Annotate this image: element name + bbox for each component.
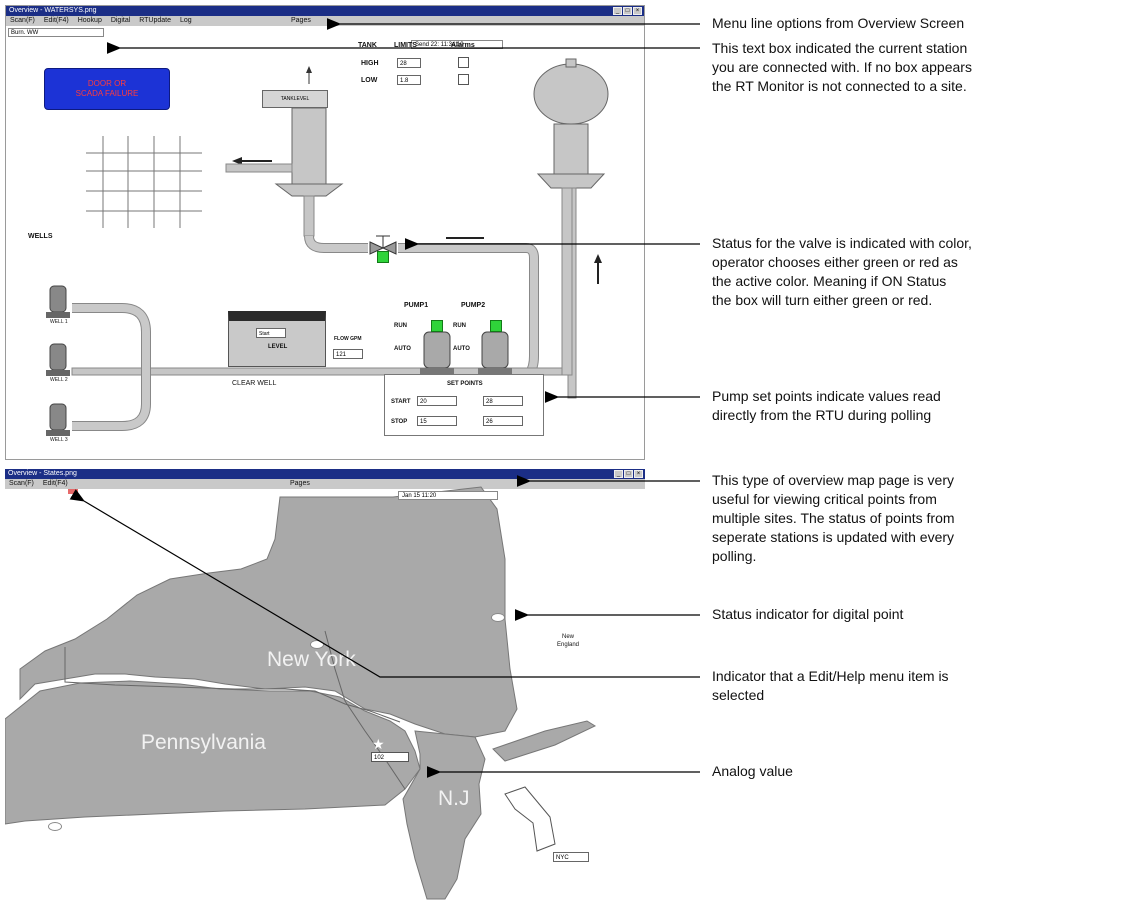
tank-level-label: TANKLEVEL <box>262 90 328 108</box>
new-england-label: New England <box>557 634 580 648</box>
overview-title-bar: Overview - WATERSYS.png _ □ × <box>6 6 644 16</box>
overview-menu-bar: Scan(F) Edit(F4) Hookup Digital RTUpdate… <box>6 16 644 26</box>
pump-2-icon <box>478 331 512 374</box>
wells-label: WELLS <box>28 233 53 240</box>
menu-hookup[interactable]: Hookup <box>77 17 102 24</box>
alarm-low-checkbox[interactable] <box>458 74 469 85</box>
analog-value-box: 102 <box>371 752 409 762</box>
set-point-start-pump1: 20 <box>417 396 457 406</box>
clear-well-label: CLEAR WELL <box>232 380 277 387</box>
annotation-overview-map: This type of overview map page is very u… <box>712 472 955 564</box>
annotation-pump-setpoints: Pump set points indicate values read dir… <box>712 388 941 423</box>
set-point-stop-pump2: 26 <box>483 416 523 426</box>
pennsylvania-shape <box>5 680 421 825</box>
row-label-high: HIGH <box>361 60 379 67</box>
digital-point-indicator-pa[interactable] <box>48 822 62 831</box>
menu-rtupdate[interactable]: RTUpdate <box>139 17 171 24</box>
pump-2-status-indicator[interactable] <box>490 320 502 332</box>
pump-2-run-label: RUN <box>453 323 466 329</box>
map-menu-bar: Scan(F) Edit(F4) Pages <box>5 479 645 489</box>
grid-graphic <box>86 136 202 228</box>
overview-window: Overview - WATERSYS.png _ □ × Scan(F) Ed… <box>5 5 645 460</box>
annotation-edit-help: Indicator that a Edit/Help menu item is … <box>712 668 949 703</box>
minimize-button[interactable]: _ <box>613 7 622 15</box>
pump-2-label: PUMP2 <box>461 302 486 309</box>
pump-1-label: PUMP1 <box>404 302 429 309</box>
annotation-digital-status: Status indicator for digital point <box>712 606 904 622</box>
overview-window-title: Overview - WATERSYS.png <box>9 7 97 14</box>
digital-point-indicator-ny[interactable] <box>491 613 505 622</box>
close-button[interactable]: × <box>633 7 642 15</box>
state-label-new-york: New York <box>267 648 356 671</box>
map-datetime-display: Jan 15 11:20 <box>398 491 498 500</box>
set-point-stop-pump1: 15 <box>417 416 457 426</box>
pump-1-run-label: RUN <box>394 323 407 329</box>
clear-well-level-label: LEVEL <box>268 344 288 350</box>
digital-point-indicator-central[interactable] <box>310 640 324 649</box>
map-maximize-button[interactable]: □ <box>624 470 633 478</box>
map-menu-pages[interactable]: Pages <box>290 480 310 487</box>
pump-1-status-indicator[interactable] <box>431 320 443 332</box>
set-point-start-label: START <box>391 399 411 405</box>
well-3-label: WELL 3 <box>50 437 68 443</box>
menu-pages[interactable]: Pages <box>291 17 311 24</box>
alarm-line-2: SCADA FAILURE <box>75 89 139 98</box>
state-label-pennsylvania: Pennsylvania <box>141 731 266 754</box>
map-title-bar: Overview - States.png _ □ × <box>5 469 645 479</box>
new-york-shape <box>19 486 518 738</box>
valve-status-indicator[interactable] <box>377 251 389 263</box>
annotation-menu-line: Menu line options from Overview Screen <box>712 15 965 31</box>
flow-arrow-icon <box>232 157 242 165</box>
alarm-panel: DOOR OR SCADA FAILURE <box>44 68 170 110</box>
well-2-icon <box>46 343 70 376</box>
set-point-stop-label: STOP <box>391 419 408 425</box>
annotation-valve-status: Status for the valve is indicated with c… <box>712 235 972 308</box>
row-label-low: LOW <box>361 77 378 84</box>
station-star-icon[interactable]: ★ <box>372 736 385 752</box>
set-points-title: SET POINTS <box>447 381 483 387</box>
new-jersey-shape <box>402 730 486 900</box>
clear-well-start-field: Start <box>256 328 286 338</box>
table-header-alarms: Alarms <box>451 42 475 49</box>
well-1-icon <box>46 285 70 318</box>
menu-digital[interactable]: Digital <box>110 17 131 24</box>
nyc-box: NYC <box>553 852 589 862</box>
state-map <box>5 486 597 900</box>
table-header-limits: LIMITS <box>394 42 417 49</box>
process-diagram <box>46 58 609 436</box>
map-window: Overview - States.png _ □ × Scan(F) Edit… <box>5 469 645 917</box>
station-textbox: Burn. WW <box>8 28 104 37</box>
map-minimize-button[interactable]: _ <box>614 470 623 478</box>
well-2-label: WELL 2 <box>50 377 68 383</box>
annotation-station-box: This text box indicated the current stat… <box>712 40 972 94</box>
map-menu-scan[interactable]: Scan(F) <box>9 480 34 487</box>
state-label-new-jersey: N.J <box>438 787 470 810</box>
clear-well-graphic <box>228 311 326 367</box>
flow-label: FLOW GPM <box>334 336 362 342</box>
pointer-arrow-icon <box>504 786 556 852</box>
pump-1-auto-label: AUTO <box>394 346 411 352</box>
pump-2-auto-label: AUTO <box>453 346 470 352</box>
maximize-button[interactable]: □ <box>623 7 632 15</box>
well-3-icon <box>46 403 70 436</box>
well-1-label: WELL 1 <box>50 319 68 325</box>
set-points-panel: SET POINTS START STOP 20 28 15 26 <box>384 374 544 436</box>
limit-high-value: 28 <box>397 58 421 68</box>
alarm-line-1: DOOR OR <box>87 79 127 88</box>
menu-log[interactable]: Log <box>179 17 192 24</box>
alarm-high-checkbox[interactable] <box>458 57 469 68</box>
set-point-start-pump2: 28 <box>483 396 523 406</box>
annotation-analog-value: Analog value <box>712 763 793 779</box>
menu-edit[interactable]: Edit(F4) <box>43 17 69 24</box>
pump-1-icon <box>420 331 454 374</box>
map-window-title: Overview - States.png <box>8 470 77 477</box>
map-menu-edit[interactable]: Edit(F4) <box>42 480 68 487</box>
flow-value: 121 <box>333 349 363 359</box>
limit-low-value: 1.8 <box>397 75 421 85</box>
long-island-shape <box>492 720 597 762</box>
table-header-tank: TANK <box>358 42 377 49</box>
map-close-button[interactable]: × <box>634 470 643 478</box>
menu-scan[interactable]: Scan(F) <box>10 17 35 24</box>
